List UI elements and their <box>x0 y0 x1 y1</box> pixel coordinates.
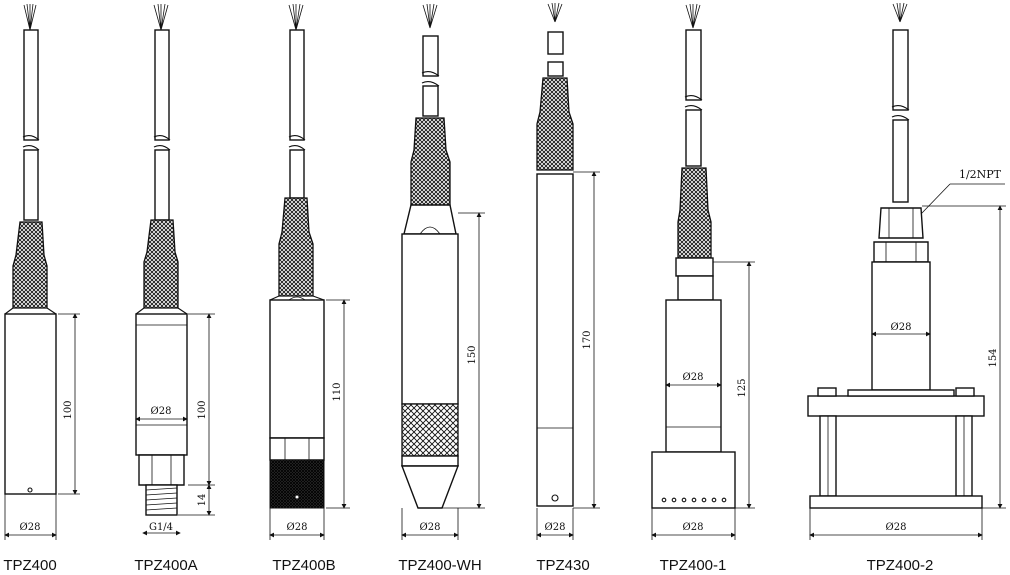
diameter-label: Ø28 <box>420 522 441 533</box>
diameter-label: Ø28 <box>545 522 566 533</box>
model-label: TPZ400 <box>3 557 56 574</box>
model-label: TPZ400-2 <box>867 557 934 574</box>
sensor-body <box>4 313 57 495</box>
diameter-label: Ø28 <box>151 406 172 417</box>
hex-cap <box>269 437 325 461</box>
length-label: 150 <box>467 345 478 364</box>
sensor-body <box>871 261 931 391</box>
length-dimension: 100 14 <box>178 313 215 516</box>
cone-tip <box>400 465 460 509</box>
length-dimension: 150 <box>442 212 485 509</box>
knurled-sleeve <box>677 167 712 259</box>
knurled-sleeve <box>12 221 48 309</box>
diameter-label: Ø28 <box>683 522 704 533</box>
length-label: 110 <box>332 382 343 401</box>
sensor-tpz400: 100 Ø28 TPZ400 <box>3 3 80 574</box>
length-label: 154 <box>988 348 999 367</box>
length-dimension: 110 <box>326 299 350 509</box>
length-dimension: 100 <box>58 313 80 495</box>
model-label: TPZ400-WH <box>398 557 481 574</box>
cable-wires <box>23 3 37 31</box>
sensor-body <box>536 173 574 507</box>
cable <box>22 29 40 221</box>
diameter-label: Ø28 <box>886 522 907 533</box>
model-label: TPZ430 <box>536 557 589 574</box>
sensor-tpz400-1: Ø28 125 Ø28 TPZ400-1 <box>651 3 755 574</box>
inner-diameter-label: Ø28 <box>891 322 912 333</box>
mounting-frame <box>807 387 985 509</box>
model-label: TPZ400-1 <box>660 557 727 574</box>
hex-nut <box>873 241 929 263</box>
diameter-label: Ø28 <box>20 522 41 533</box>
thread-label: 1/2NPT <box>959 168 1002 181</box>
thread-label: G1/4 <box>149 522 173 533</box>
sensor-tpz400-2: Ø28 1/2NPT 154 Ø28 TPZ400-2 <box>807 2 1006 574</box>
diameter-label: Ø28 <box>287 522 308 533</box>
sensor-body <box>269 299 325 439</box>
sensor-tpz400-wh: 150 Ø28 TPZ400-WH <box>398 3 485 574</box>
inner-diameter-label: Ø28 <box>683 372 704 383</box>
sensor-tpz400a: Ø28 100 14 G1/4 TPZ400A <box>134 3 215 574</box>
holes <box>661 497 727 503</box>
length-label: 170 <box>582 330 593 349</box>
hex-nut <box>138 454 185 486</box>
thread-callout: 1/2NPT <box>920 168 1005 215</box>
thread-length-label: 14 <box>197 494 208 507</box>
sensor-body <box>401 233 459 405</box>
length-label: 100 <box>197 400 208 419</box>
knurled-sleeve <box>410 117 451 206</box>
diameter-dimension: Ø28 <box>4 494 57 540</box>
sensor-tpz400b: 110 Ø28 TPZ400B <box>269 3 350 574</box>
knurled-sleeve <box>278 197 314 297</box>
length-label: 125 <box>737 378 748 397</box>
thread <box>145 484 178 516</box>
model-label: TPZ400B <box>272 557 335 574</box>
sensor-tpz430: 170 Ø28 TPZ430 <box>536 2 600 574</box>
knurled-filter <box>269 459 325 509</box>
model-label: TPZ400A <box>134 557 197 574</box>
length-dimension: 170 <box>573 171 600 509</box>
length-label: 100 <box>63 400 74 419</box>
length-dimension: 154 <box>922 205 1006 509</box>
npt-fitting <box>878 207 924 239</box>
length-dimension: 125 <box>713 261 755 509</box>
knurled-sleeve <box>536 77 574 171</box>
sensor-body <box>135 313 188 456</box>
knurled-sleeve <box>143 219 179 309</box>
mesh-section <box>401 403 459 457</box>
